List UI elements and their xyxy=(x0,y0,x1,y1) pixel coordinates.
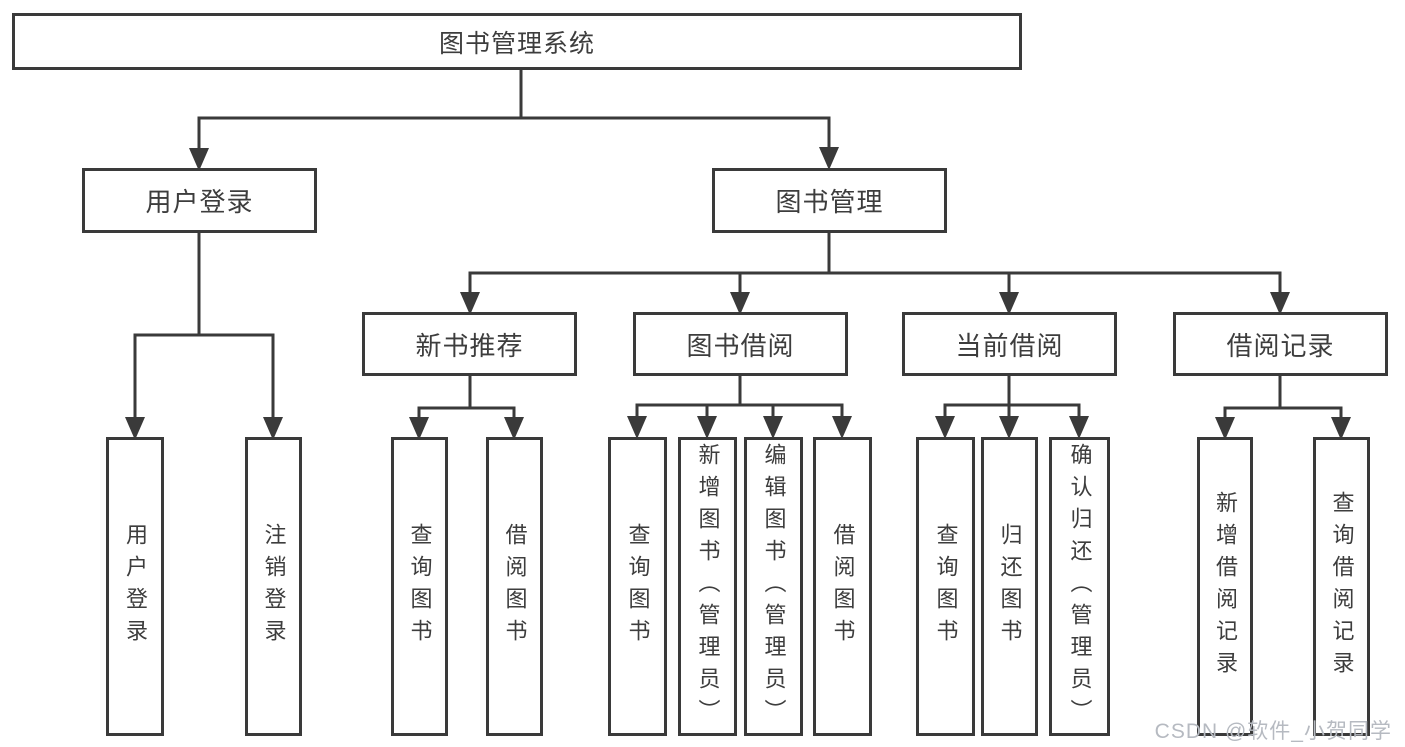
leaf-confirm-return-admin: 确认归还（管理员） xyxy=(1049,437,1110,736)
node-current-borrowing: 当前借阅 xyxy=(902,312,1117,376)
leaf-edit-book-admin: 编辑图书（管理员） xyxy=(744,437,803,736)
node-book-management: 图书管理 xyxy=(712,168,947,233)
leaf-borrow-books-1: 借阅图书 xyxy=(486,437,543,736)
node-label: 图书借阅 xyxy=(686,330,795,361)
leaf-label: 查询图书 xyxy=(407,522,433,651)
leaf-logout: 注销登录 xyxy=(245,437,302,736)
leaf-label: 查询借阅记录 xyxy=(1329,490,1355,683)
leaf-query-borrow-record: 查询借阅记录 xyxy=(1313,437,1370,736)
leaf-query-books-2: 查询图书 xyxy=(608,437,667,736)
leaf-label: 新增借阅记录 xyxy=(1213,490,1238,683)
leaf-label: 确认归还（管理员） xyxy=(1067,442,1093,731)
node-label: 当前借阅 xyxy=(955,330,1064,361)
node-borrow-records: 借阅记录 xyxy=(1173,312,1388,376)
node-user-login-group: 用户登录 xyxy=(82,168,317,233)
leaf-borrow-books-2: 借阅图书 xyxy=(813,437,872,736)
node-library-management-system: 图书管理系统 xyxy=(12,13,1022,70)
node-label: 图书管理系统 xyxy=(438,29,595,58)
leaf-label: 用户登录 xyxy=(123,522,148,651)
leaf-label: 新增图书（管理员） xyxy=(695,442,721,731)
leaf-add-borrow-record: 新增借阅记录 xyxy=(1197,437,1253,736)
node-label: 借阅记录 xyxy=(1226,330,1335,361)
leaf-user-login: 用户登录 xyxy=(106,437,164,736)
leaf-return-book: 归还图书 xyxy=(981,437,1038,736)
node-new-book-recommend: 新书推荐 xyxy=(362,312,577,376)
leaf-label: 编辑图书（管理员） xyxy=(761,442,787,731)
leaf-query-books-3: 查询图书 xyxy=(916,437,975,736)
leaf-label: 借阅图书 xyxy=(502,522,528,651)
node-label: 图书管理 xyxy=(775,187,884,217)
leaf-label: 查询图书 xyxy=(625,522,651,651)
node-book-borrowing: 图书借阅 xyxy=(633,312,848,376)
leaf-query-books-1: 查询图书 xyxy=(391,437,448,736)
leaf-add-book-admin: 新增图书（管理员） xyxy=(678,437,737,736)
leaf-label: 借阅图书 xyxy=(830,522,856,651)
tree-branch-lines xyxy=(133,67,1343,419)
leaf-label: 注销登录 xyxy=(261,522,287,651)
arrowheads xyxy=(125,147,1351,440)
leaf-label: 归还图书 xyxy=(997,522,1023,651)
node-label: 新书推荐 xyxy=(415,330,524,361)
node-label: 用户登录 xyxy=(145,187,254,217)
leaf-label: 查询图书 xyxy=(933,522,959,651)
